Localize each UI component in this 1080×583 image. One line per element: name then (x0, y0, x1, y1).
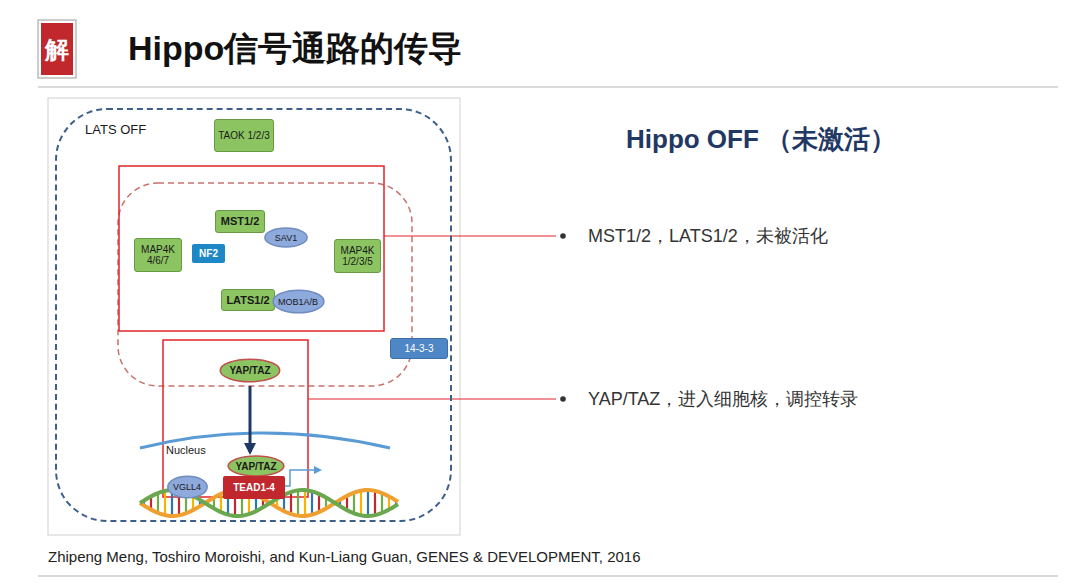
transcription-arrow (283, 470, 320, 486)
transcription-factor-box: TEAD1-4 (223, 476, 285, 499)
node-text: MOB1A/B (278, 297, 318, 307)
kinase-box: LATS1/2 (221, 289, 275, 311)
bullet-text: MST1/2，LATS1/2，未被活化 (588, 224, 828, 248)
base-pair (381, 493, 383, 513)
coactivator-ellipse: YAP/TAZ (219, 358, 281, 383)
base-pair (297, 490, 299, 515)
node-text: MAP4K 1/2/3/5 (336, 245, 379, 268)
citation: Zhipeng Meng, Toshiro Moroishi, and Kun-… (48, 548, 641, 565)
base-pair (367, 490, 369, 516)
node-text: NF2 (199, 248, 218, 259)
base-pair (311, 491, 313, 514)
protein-box: NF2 (192, 244, 225, 263)
slide-title: Hippo信号通路的传导 (128, 26, 462, 72)
node-text: MST1/2 (221, 215, 260, 228)
kinase-box: MST1/2 (215, 210, 265, 233)
logo-character: 解 (45, 34, 69, 66)
kinase-box: TAOK 1/2/3 (214, 119, 274, 152)
footer-rule (38, 576, 1058, 577)
bullet (560, 233, 566, 239)
node-text: TAOK 1/2/3 (216, 130, 272, 142)
adaptor-ellipse: MOB1A/B (272, 289, 325, 314)
base-pair (290, 492, 292, 514)
node-text: VGLL4 (173, 482, 201, 492)
kinase-box: MAP4K 4/6/7 (134, 238, 182, 272)
node-text: 14-3-3 (405, 343, 434, 354)
base-pair (157, 493, 159, 513)
coactivator-ellipse: YAP/TAZ (227, 455, 285, 477)
cofactor-ellipse: VGLL4 (167, 475, 208, 499)
node-text: YAP/TAZ (235, 461, 276, 472)
leader-line (384, 236, 556, 237)
base-pair (374, 491, 376, 515)
translocation-arrow (249, 386, 252, 452)
node-text: LATS OFF (85, 122, 146, 137)
bullet-text: YAP/TAZ，进入细胞核，调控转录 (588, 387, 858, 411)
base-pair (318, 494, 320, 512)
cell-boundary: LATS OFFTAOK 1/2/3MST1/2SAV1MAP4K 4/6/7N… (55, 108, 452, 522)
node-text: MAP4K 4/6/7 (136, 244, 180, 267)
node-text: TEAD1-4 (233, 482, 275, 493)
base-pair (304, 490, 306, 516)
state-heading: Hippo OFF （未激活） (626, 122, 896, 157)
leader-line (308, 399, 556, 400)
logo-seal (41, 23, 73, 75)
figure-frame (48, 98, 460, 535)
node-text: LATS1/2 (226, 294, 269, 307)
base-pair (360, 491, 362, 516)
base-pair (220, 494, 222, 512)
kinase-box: MAP4K 1/2/3/5 (334, 239, 381, 273)
logo-frame (38, 20, 76, 78)
complex-outline (118, 183, 412, 386)
bullet (560, 396, 566, 402)
header-rule (38, 87, 1058, 88)
node-text: SAV1 (275, 233, 297, 243)
node-text: YAP/TAZ (229, 365, 270, 376)
compartment-label: Nucleus (166, 444, 206, 456)
adaptor-ellipse: SAV1 (264, 227, 308, 248)
base-pair (353, 493, 355, 514)
highlight-box (119, 166, 384, 331)
highlight-box (163, 340, 308, 497)
protein-box: 14-3-3 (390, 338, 448, 359)
base-pair (164, 491, 166, 515)
